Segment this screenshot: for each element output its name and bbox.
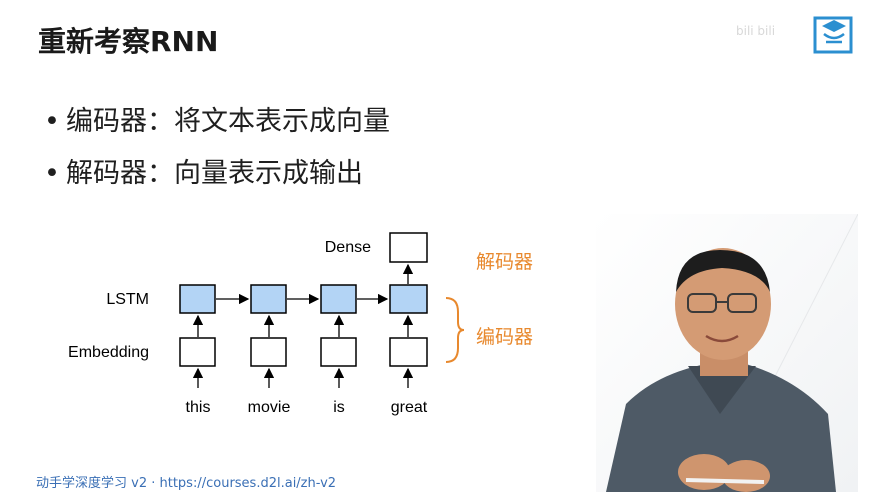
footer-link[interactable]: https://courses.d2l.ai/zh-v2 (159, 476, 337, 491)
encoder-brace (445, 297, 465, 363)
lstm-box-1 (179, 284, 216, 314)
bullet-encoder-text: 编码器：将文本表示成向量 (66, 106, 390, 137)
embedding-box-4 (389, 337, 428, 367)
label-decoder: 解码器 (476, 251, 533, 273)
bullet-decoder: •解码器：向量表示成输出 (44, 158, 363, 189)
label-encoder: 编码器 (476, 326, 533, 348)
embedding-box-3 (320, 337, 357, 367)
word-this: this (186, 399, 211, 416)
lstm-box-3 (320, 284, 357, 314)
bullet-encoder: •编码器：将文本表示成向量 (44, 106, 390, 137)
word-great: great (391, 399, 428, 416)
slide-title: 重新考察RNN (38, 25, 219, 58)
presenter-video (596, 214, 858, 492)
embedding-box-2 (250, 337, 287, 367)
word-movie: movie (248, 399, 291, 416)
embedding-box-1 (179, 337, 216, 367)
dense-box (389, 232, 428, 263)
bullet-decoder-text: 解码器：向量表示成输出 (66, 158, 363, 189)
d2l-logo-icon (813, 16, 853, 54)
footer-prefix: 动手学深度学习 v2 · (36, 476, 160, 491)
label-dense: Dense (325, 239, 371, 256)
word-is: is (333, 399, 345, 416)
bullet-list: •编码器：将文本表示成向量 •解码器：向量表示成输出 (44, 100, 390, 204)
label-embedding: Embedding (68, 344, 149, 361)
bilibili-watermark: bili bili (736, 24, 776, 38)
label-lstm: LSTM (106, 291, 149, 308)
lstm-box-4 (389, 284, 428, 314)
lstm-box-2 (250, 284, 287, 314)
footer-citation: 动手学深度学习 v2 · https://courses.d2l.ai/zh-v… (36, 472, 336, 491)
